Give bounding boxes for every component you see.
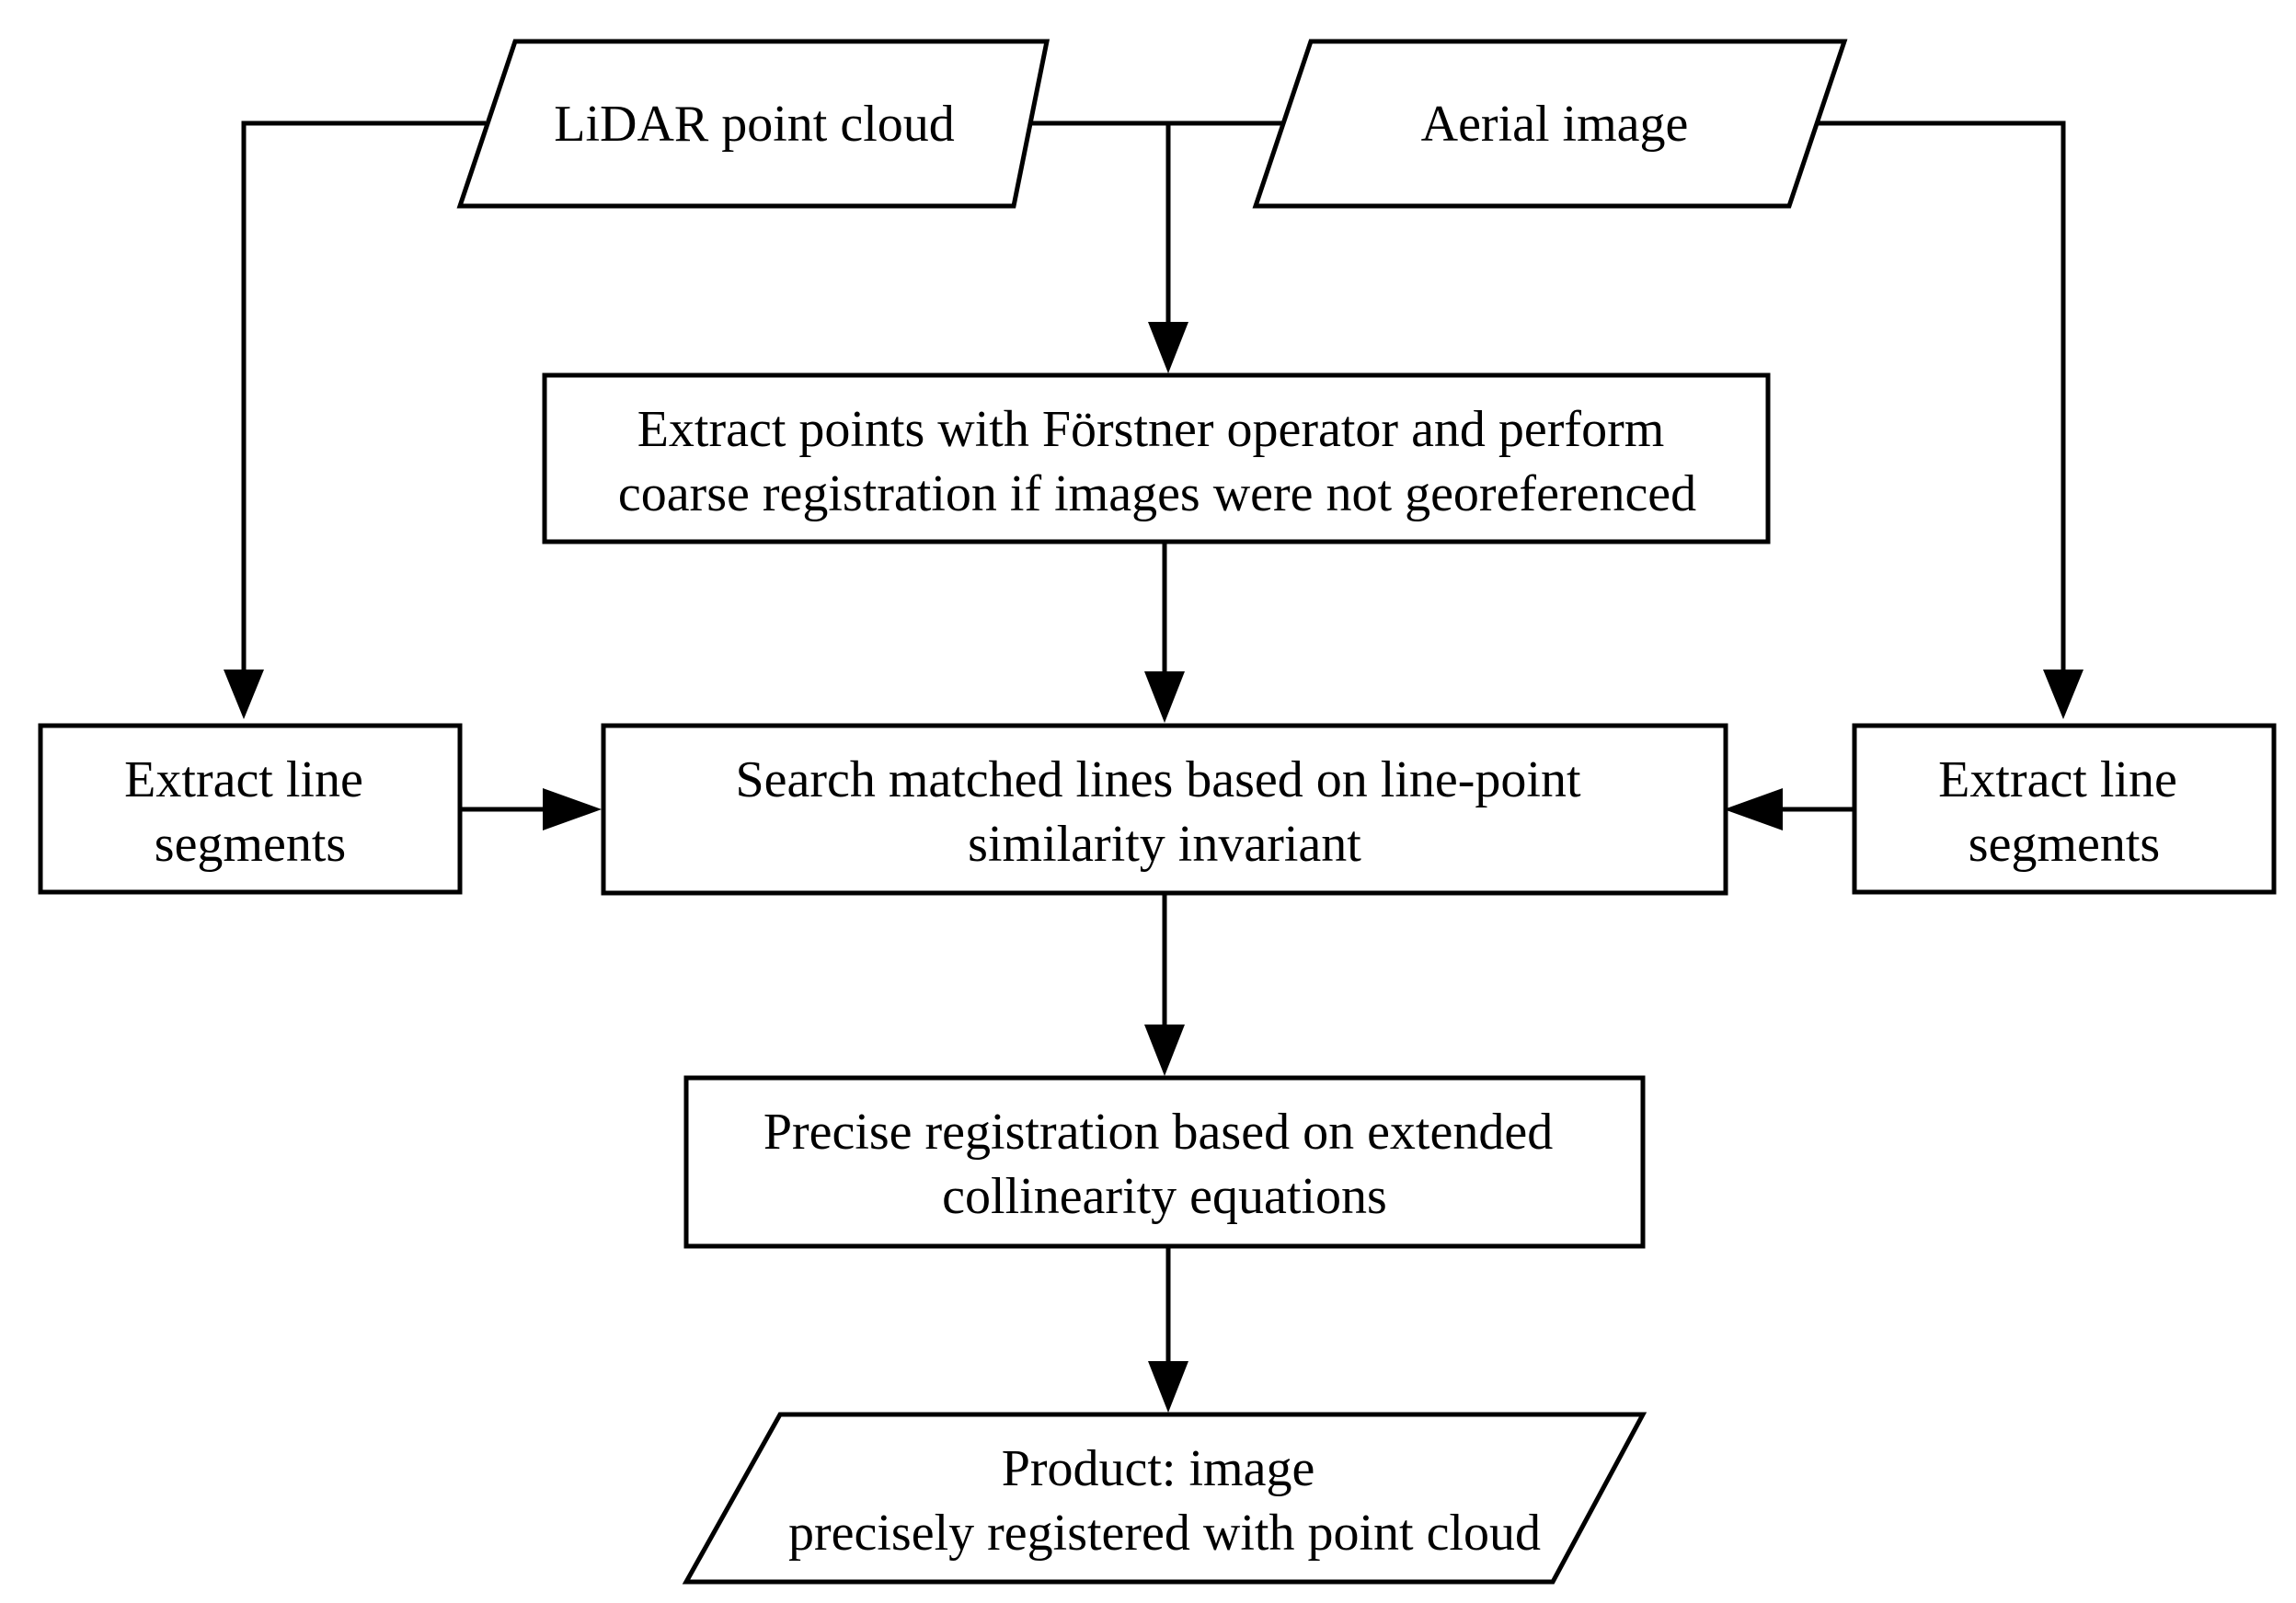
arrowhead-search-top — [1144, 671, 1185, 723]
node-product: Product: image precisely registered with… — [682, 1412, 1647, 1585]
edge-inputs-to-forstner — [1015, 120, 1283, 331]
svg-text:Extract line segments: Extract line segments — [1938, 751, 2190, 873]
node-lidar-point-cloud: LiDAR point cloud — [456, 39, 1050, 209]
edge-lidar-to-extract-left — [241, 120, 486, 681]
node-extract-line-segments-right: Extract line segments — [1852, 723, 2277, 895]
node-extract-right-line-1: Extract line — [1938, 751, 2177, 808]
svg-text:Precise registration based on: Precise registration based on extended c… — [763, 1104, 1566, 1225]
svg-text:Extract points with Förstner: Extract points with Förstner operator an… — [618, 401, 1696, 522]
arrowhead-extract-left — [224, 670, 264, 719]
node-precise-registration: Precise registration based on extended c… — [683, 1075, 1646, 1249]
node-extract-left-line-2: segments — [155, 816, 346, 873]
node-forstner-line-1: Extract points with Förstner operator an… — [637, 401, 1665, 458]
node-precise-line-2: collinearity equations — [942, 1168, 1387, 1225]
edge-aerial-to-extract-right — [1815, 120, 2066, 681]
node-search-line-2: similarity invariant — [968, 816, 1361, 873]
arrowhead-search-left — [543, 788, 602, 830]
node-forstner-coarse-registration: Extract points with Förstner operator an… — [542, 372, 1771, 544]
node-extract-right-line-2: segments — [1969, 816, 2160, 873]
connectors — [224, 120, 2084, 1413]
node-precise-line-1: Precise registration based on extended — [763, 1104, 1553, 1161]
svg-text:Aerial image: Aerial image — [1421, 96, 1689, 153]
arrowhead-extract-right — [2043, 670, 2084, 719]
node-extract-line-segments-left: Extract line segments — [38, 723, 463, 895]
arrowhead-product — [1148, 1361, 1188, 1413]
node-search-line-1: Search matched lines based on line-point — [735, 751, 1580, 808]
svg-text:Product: image precisely: Product: image precisely registered with… — [788, 1440, 1541, 1562]
svg-text:LiDAR point cloud: LiDAR point cloud — [554, 96, 955, 153]
svg-text:Extract line segments: Extract line segments — [124, 751, 376, 873]
node-aerial-image-line-1: Aerial image — [1421, 96, 1689, 153]
node-product-line-1: Product: image — [1002, 1440, 1315, 1497]
arrowhead-precise — [1144, 1025, 1185, 1076]
node-lidar-point-cloud-line-1: LiDAR point cloud — [554, 96, 955, 153]
node-aerial-image: Aerial image — [1252, 39, 1848, 209]
node-product-line-2: precisely registered with point cloud — [788, 1505, 1541, 1562]
arrowhead-search-right — [1724, 788, 1783, 830]
svg-text:Search matched lines based on: Search matched lines based on line-point… — [735, 751, 1593, 873]
node-extract-left-line-1: Extract line — [124, 751, 363, 808]
arrowhead-forstner — [1148, 322, 1188, 373]
node-search-matched-lines: Search matched lines based on line-point… — [601, 723, 1728, 896]
node-forstner-line-2: coarse registration if images were not g… — [618, 465, 1696, 522]
